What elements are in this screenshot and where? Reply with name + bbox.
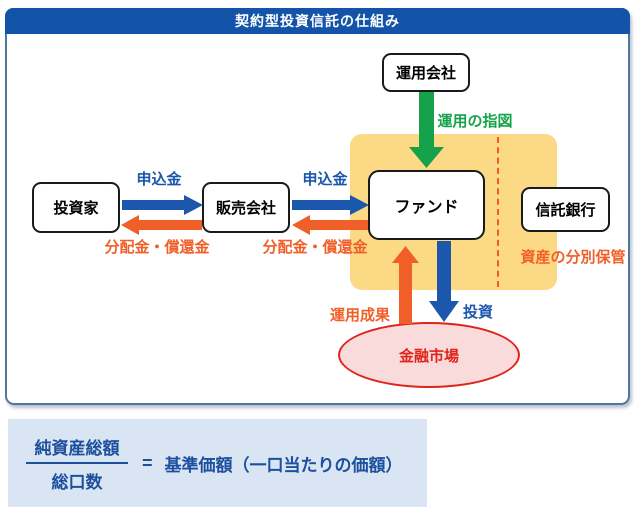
- label-application-money-2: 申込金: [302, 171, 348, 188]
- label-distribution-redemption-2: 分配金・償還金: [262, 239, 368, 256]
- financial-market-label: 金融市場: [398, 347, 459, 365]
- formula-box: 純資産総額 総口数 = 基準価額（一口当たりの価額）: [8, 419, 427, 507]
- custody-divider-line: [497, 137, 499, 287]
- formula-numerator: 純資産総額: [34, 438, 120, 458]
- node-management-company: 運用会社: [382, 53, 470, 92]
- fraction: 純資産総額 総口数: [26, 434, 128, 493]
- label-investment-results: 運用成果: [329, 307, 390, 324]
- label-management-instruction: 運用の指図: [437, 113, 513, 130]
- formula-result: 基準価額（一口当たりの価額）: [164, 455, 403, 475]
- node-financial-market: 金融市場: [338, 322, 520, 388]
- label-application-money-1: 申込金: [136, 171, 182, 188]
- node-fund: ファンド: [368, 170, 485, 240]
- panel-title: 契約型投資信託の仕組み: [5, 8, 630, 34]
- label-investment: 投資: [462, 304, 493, 321]
- node-investor: 投資家: [32, 182, 120, 233]
- formula-denominator: 総口数: [51, 472, 103, 492]
- node-distribution-company: 販売会社: [202, 182, 290, 233]
- label-segregated-custody: 資産の分別保管: [520, 249, 626, 266]
- label-distribution-redemption-1: 分配金・償還金: [104, 239, 210, 256]
- equals-sign: =: [142, 452, 153, 473]
- fraction-line: [26, 461, 128, 464]
- node-trust-bank: 信託銀行: [521, 187, 610, 232]
